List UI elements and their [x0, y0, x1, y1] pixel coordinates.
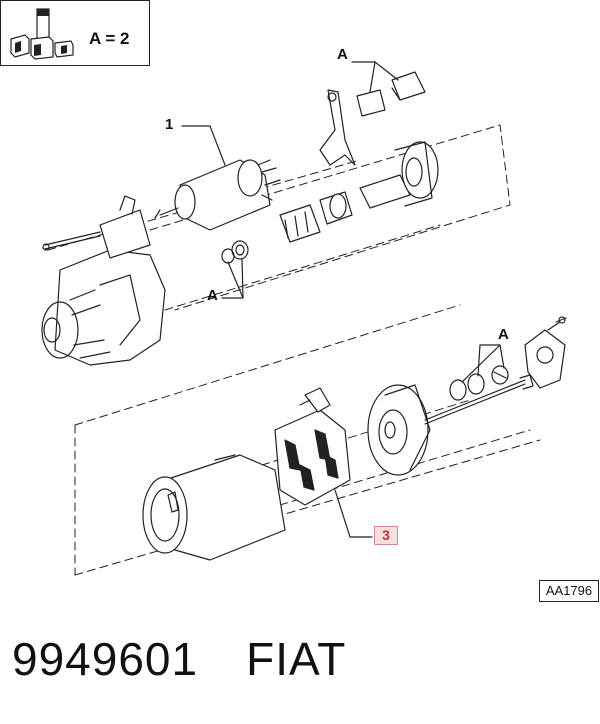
pinion-drive [279, 191, 353, 243]
callout-label-1: 1 [165, 116, 174, 133]
highlighted-part-3-label[interactable]: 3 [374, 526, 398, 545]
part-number: 9949601 [12, 633, 199, 685]
callout-leader-3 [334, 489, 373, 538]
page-footer: 9949601 FIAT [12, 632, 346, 686]
shift-fork [319, 89, 356, 166]
kit-pack-icon [10, 8, 74, 60]
shim-washers-right [449, 365, 509, 401]
shim-washers-left [221, 240, 249, 264]
intermediate-support [359, 141, 439, 209]
fork-pivot-parts [356, 71, 426, 117]
commutator-end-cover [367, 384, 431, 476]
callout-leader-a-right [461, 344, 505, 383]
brush-holder-part-3 [274, 387, 351, 506]
end-bracket [524, 316, 567, 389]
brand-name: FIAT [246, 633, 347, 685]
drive-end-housing [41, 195, 166, 366]
callout-leader-a-top [351, 61, 399, 93]
through-bolt-long [424, 374, 534, 425]
callout-label-a-left: A [207, 287, 218, 304]
callout-label-a-top: A [337, 46, 348, 63]
through-bolt-top [42, 231, 101, 251]
kit-legend-box: A = 2 [0, 0, 150, 66]
callout-leader-a-left [221, 258, 244, 299]
callout-leader-1 [181, 125, 226, 166]
callout-label-a-right: A [498, 326, 509, 343]
drawing-code: AA1796 [539, 580, 599, 602]
solenoid-part-1 [154, 159, 281, 231]
kit-legend-label: A = 2 [89, 29, 130, 48]
field-frame [142, 454, 286, 561]
